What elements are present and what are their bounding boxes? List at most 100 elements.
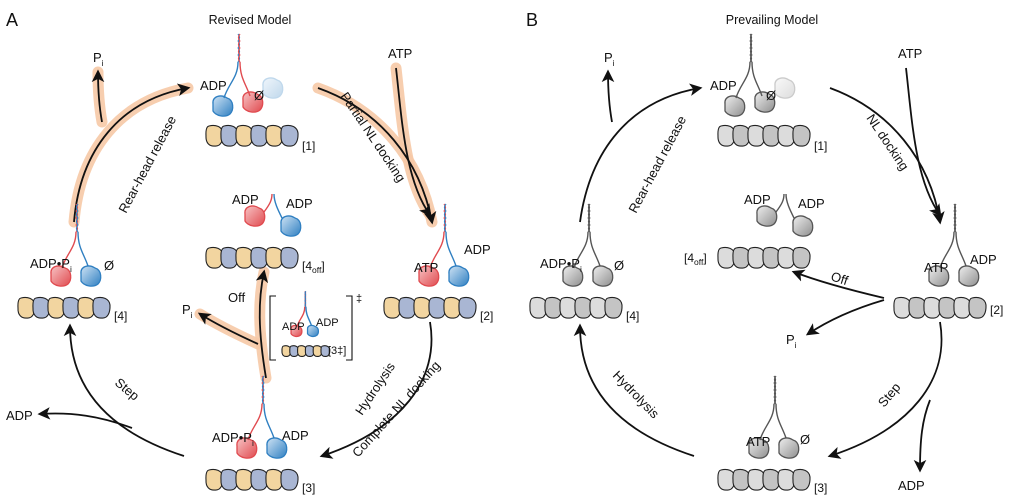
tubulin-subunit — [413, 296, 432, 319]
motor-head — [244, 205, 266, 227]
motor-head — [748, 437, 770, 459]
arrow-off-b — [791, 269, 885, 299]
tubulin-subunit — [265, 124, 284, 147]
pi-top-label: Pi — [93, 50, 104, 68]
s3dag-right-label: ADP — [316, 317, 339, 329]
microtubule — [717, 246, 811, 269]
s3-number: [3] — [302, 481, 315, 495]
tubulin-subunit — [717, 124, 736, 147]
tubulin-subunit — [777, 124, 796, 147]
tubulin-subunit — [235, 124, 254, 147]
tubulin-subunit — [265, 468, 284, 491]
kinesin-dimer — [290, 290, 320, 338]
state-1-a: ADP Ø [1] — [200, 33, 315, 153]
pi-off-label: Pi — [182, 302, 193, 320]
tubulin-subunit — [250, 124, 269, 147]
motor-head — [418, 265, 440, 287]
s2-number: [2] — [480, 309, 493, 323]
s4-right-label: Ø — [104, 258, 114, 273]
tubulin-subunit — [529, 296, 548, 319]
tubulin-subunit — [205, 246, 224, 269]
label-rear-head-release: Rear-head release — [115, 113, 179, 215]
atp-top-label-b: ATP — [898, 46, 922, 61]
s2-left-label: ATP — [414, 260, 438, 275]
state-2-a: ATP ADP [2] — [383, 203, 493, 323]
state-4-b: ADP•Pi Ø [4] — [529, 203, 639, 323]
tubulin-subunit — [47, 296, 66, 319]
tubulin-subunit — [32, 296, 51, 319]
motor-head — [262, 77, 284, 99]
tubulin-subunit — [220, 468, 239, 491]
motor-head — [280, 215, 302, 237]
s3-left-label-b: ATP — [746, 434, 770, 449]
arrow-adp-out-b — [913, 399, 931, 473]
s2-right-label: ADP — [464, 242, 491, 257]
s4off-right-label: ADP — [286, 196, 313, 211]
s4off-left-label: ADP — [232, 192, 259, 207]
pi-top-label-b: Pi — [604, 50, 615, 68]
microtubule — [205, 468, 299, 491]
motor-head — [756, 205, 778, 227]
motor-head — [754, 91, 776, 113]
motor-head — [212, 95, 234, 117]
adp-bottom-label-b: ADP — [898, 478, 925, 493]
tubulin-subunit — [320, 345, 331, 357]
detached-kinesin — [756, 193, 814, 237]
tubulin-subunit — [205, 124, 224, 147]
microtubule — [383, 296, 477, 319]
s1-number-b: [1] — [814, 139, 827, 153]
tubulin-subunit — [383, 296, 402, 319]
detached-kinesin — [244, 193, 302, 237]
microtubule — [281, 345, 331, 357]
motor-head — [592, 265, 614, 287]
s4-number-b: [4] — [626, 309, 639, 323]
arrow-nl-docking-b — [829, 87, 945, 225]
tubulin-subunit — [92, 296, 111, 319]
s3dag-left-label: ADP — [282, 321, 305, 333]
tubulin-subunit — [574, 296, 593, 319]
tubulin-subunit — [747, 468, 766, 491]
state-4-a: ADP•Pi Ø [4] — [17, 203, 127, 323]
tubulin-subunit — [443, 296, 462, 319]
tubulin-subunit — [604, 296, 623, 319]
panel-a-title: Revised Model — [209, 13, 292, 27]
motor-head — [306, 324, 320, 338]
arrow-adp-out — [37, 407, 133, 429]
label-step-b: Step — [875, 380, 904, 410]
s3-left-label: ADP•Pi — [212, 430, 254, 448]
tubulin-subunit — [792, 468, 811, 491]
tubulin-subunit — [544, 296, 563, 319]
motor-head — [242, 91, 264, 113]
motor-head — [958, 265, 980, 287]
microtubule — [17, 296, 111, 319]
kinesin-dimer — [212, 33, 284, 117]
arrow-hydrolysis — [319, 321, 433, 459]
motor-head — [50, 265, 72, 287]
arrow-pi-off-b — [805, 299, 885, 336]
state-3-b: ATP Ø [3] — [717, 375, 827, 495]
tubulin-subunit — [968, 296, 987, 319]
arrow-off — [255, 269, 269, 379]
kinesin-dimer — [236, 375, 288, 459]
tubulin-subunit — [220, 124, 239, 147]
microtubule — [893, 296, 987, 319]
s3-right-label-b: Ø — [800, 432, 810, 447]
s1-left-label-b: ADP — [710, 78, 737, 93]
tubulin-subunit — [717, 468, 736, 491]
tubulin-subunit — [732, 124, 751, 147]
state-4off-b: ADP ADP [4off] — [684, 192, 825, 269]
state-4off-a: ADP ADP [4off] — [205, 192, 325, 275]
tubulin-subunit — [17, 296, 36, 319]
tubulin-subunit — [559, 296, 578, 319]
motor-head — [290, 324, 303, 338]
tubulin-subunit — [777, 468, 796, 491]
tubulin-subunit — [762, 124, 781, 147]
tubulin-subunit — [792, 246, 811, 269]
kinesin-dimer — [562, 203, 614, 287]
tubulin-subunit — [250, 246, 269, 269]
tubulin-subunit — [923, 296, 942, 319]
s3-right-label: ADP — [282, 428, 309, 443]
panel-a-letter: A — [6, 10, 18, 30]
arrow-pi-release-b — [601, 69, 615, 123]
